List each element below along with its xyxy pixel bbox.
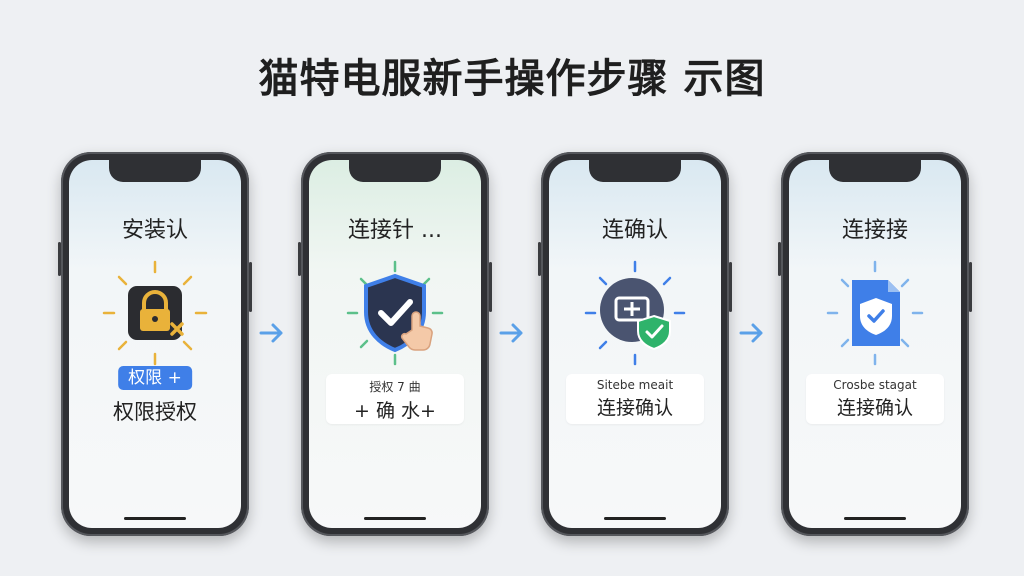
phone-screen: 安装认 权限 + 权限授权: [69, 160, 241, 528]
home-indicator: [364, 517, 426, 520]
page-title: 猫特电服新手操作步骤 示图: [258, 56, 766, 102]
device-shield-icon: [580, 258, 690, 368]
phone-step-2: 连接针 ... 授权 7 曲 + 确 水+: [298, 152, 492, 536]
card-label: 连接确认: [596, 397, 673, 419]
phone-side-button: [58, 242, 61, 276]
home-indicator: [604, 517, 666, 520]
phone-side-button: [538, 242, 541, 276]
phone-side-button: [489, 262, 492, 312]
phone-screen: 连接针 ... 授权 7 曲 + 确 水+: [309, 160, 481, 528]
phone-step-4: 连接接 Crosbe stagat: [778, 152, 972, 536]
phone-side-button: [729, 262, 732, 312]
phone-side-button: [969, 262, 972, 312]
phone-notch: [829, 160, 921, 182]
home-indicator: [124, 517, 186, 520]
step-title: 连接接: [841, 218, 908, 243]
document-shield-icon: [820, 258, 930, 368]
arrow-right-icon: [738, 321, 766, 345]
permission-badge[interactable]: 权限 +: [118, 366, 192, 390]
phone-step-1: 安装认 权限 + 权限授权: [58, 152, 252, 536]
step-title: 连确认: [601, 218, 668, 243]
card-caption: Crosbe stagat: [833, 378, 917, 392]
confirm-card[interactable]: Sitebe meait 连接确认: [566, 374, 704, 424]
confirm-card[interactable]: 授权 7 曲 + 确 水+: [326, 374, 464, 424]
confirm-card[interactable]: Crosbe stagat 连接确认: [806, 374, 944, 424]
phone-notch: [589, 160, 681, 182]
shield-check-tap-icon: [340, 258, 450, 368]
phone-side-button: [249, 262, 252, 312]
lock-warning-icon: [100, 258, 210, 368]
home-indicator: [844, 517, 906, 520]
phone-screen: 连确认 Sitebe meait 连接: [549, 160, 721, 528]
phone-side-button: [298, 242, 301, 276]
step-title: 连接针 ...: [348, 218, 442, 243]
step-title: 安装认: [121, 218, 188, 243]
card-label: 连接确认: [836, 397, 913, 419]
phone-side-button: [778, 242, 781, 276]
arrow-right-icon: [258, 321, 286, 345]
card-label: + 确 水+: [354, 400, 436, 422]
phone-notch: [109, 160, 201, 182]
phone-screen: 连接接 Crosbe stagat: [789, 160, 961, 528]
arrow-right-icon: [498, 321, 526, 345]
card-caption: Sitebe meait: [596, 378, 674, 392]
phone-notch: [349, 160, 441, 182]
phone-step-3: 连确认 Sitebe meait 连接: [538, 152, 732, 536]
card-caption: 授权 7 曲: [369, 380, 421, 394]
step-label: 权限授权: [113, 400, 197, 424]
